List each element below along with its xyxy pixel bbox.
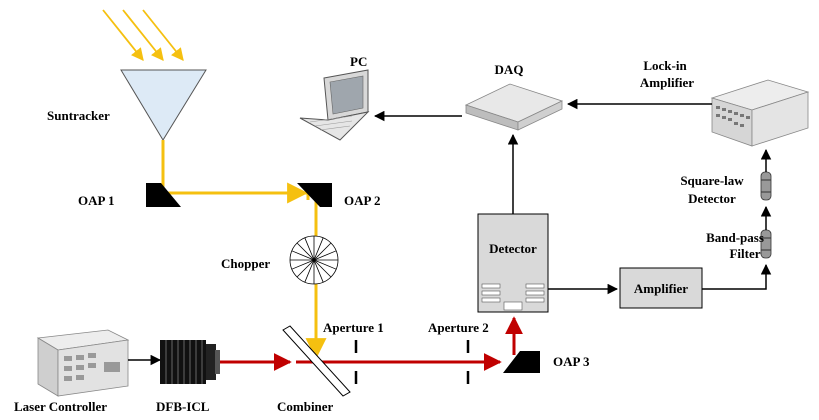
incoming-sunlight-rays [102,9,184,61]
oap1-label: OAP 1 [78,193,114,208]
chopper-spoke [313,242,332,261]
square-law-label-line2: Detector [688,191,736,206]
aperture1-label: Aperture 1 [323,320,384,335]
square-law-label-line1: Square-law [680,173,744,188]
combiner-label: Combiner [277,399,334,414]
dfb-icl-label: DFB-ICL [156,399,210,414]
band-pass-filter-label-line2: Filter [729,246,760,261]
laser-controller-icon [36,329,130,397]
daq-unit-icon [464,83,564,131]
oap2-mirror-icon [297,183,332,207]
chopper-label: Chopper [221,256,270,271]
chopper-spoke [304,237,315,261]
lock-in-label-line2: Amplifier [640,75,694,90]
chopper-spoke [296,242,315,261]
amplifier-label: Amplifier [634,281,688,296]
pc-laptop-icon [299,69,370,141]
oap3-mirror-icon [503,351,540,373]
detector-label: Detector [489,241,537,256]
combiner-beamsplitter-icon [282,325,351,397]
oap1-mirror-icon [146,183,181,207]
chopper-wheel-icon [289,235,339,285]
chopper-spoke [313,237,324,261]
chopper-spoke [296,259,315,278]
suntracker-icon [120,69,207,141]
chopper-spoke [313,259,324,283]
aperture2-label: Aperture 2 [428,320,489,335]
laser-beam-path [220,316,523,371]
lock-in-label-line1: Lock-in [643,58,687,73]
oap2-label: OAP 2 [344,193,380,208]
oap3-label: OAP 3 [553,354,590,369]
lock-in-amplifier-icon [710,79,810,147]
chopper-spoke [291,259,315,270]
band-pass-filter-label-line1: Band-pass [706,230,764,245]
dfb-icl-laser-icon [160,340,220,384]
square-law-detector-icon [760,171,772,201]
chopper-spoke [304,259,315,283]
chopper-spoke [313,250,337,261]
daq-label: DAQ [495,62,524,77]
laser-controller-label: Laser Controller [14,399,107,414]
amplifier-to-filter-connection [702,263,772,290]
suntracker-label: Suntracker [47,108,110,123]
chopper-spoke [291,250,315,261]
detector-icon [477,213,549,313]
amplifier-box [619,267,703,309]
chopper-spoke [313,259,337,270]
chopper-spoke [313,259,332,278]
pc-label: PC [350,54,367,69]
